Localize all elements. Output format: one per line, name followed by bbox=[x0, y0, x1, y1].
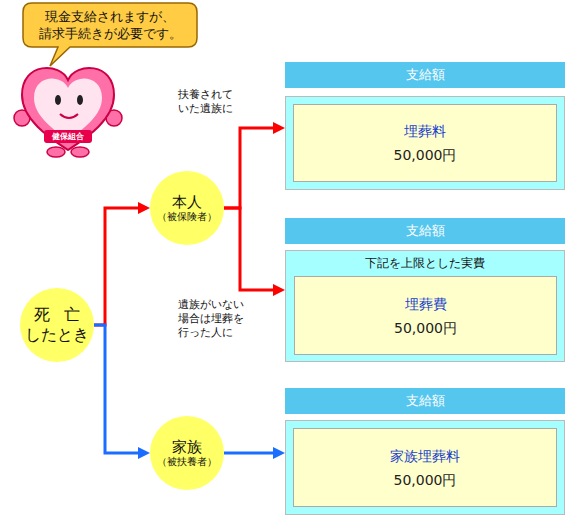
edge-label: 扶養されて いた遺族に bbox=[178, 88, 250, 116]
mascot-eye bbox=[77, 95, 83, 105]
header-text: 支給額 bbox=[406, 222, 445, 240]
connector bbox=[224, 447, 285, 459]
header-band: 支給額 bbox=[285, 62, 565, 88]
benefit-amount: 50,000円 bbox=[394, 470, 457, 490]
connector bbox=[224, 122, 285, 208]
benefit-panel: 埋葬料 50,000円 bbox=[285, 96, 565, 190]
connector bbox=[94, 202, 150, 325]
arrow-head bbox=[273, 447, 285, 459]
connector-line bbox=[94, 208, 138, 325]
connector-line bbox=[224, 452, 273, 455]
inner-panel: 埋葬料 50,000円 bbox=[293, 104, 557, 182]
person-circle: 本人（被保険者） bbox=[150, 171, 224, 245]
benefit-name: 家族埋葬料 bbox=[390, 446, 460, 466]
connector-line bbox=[224, 208, 273, 290]
mascot-band bbox=[44, 130, 92, 143]
benefit-amount: 50,000円 bbox=[394, 318, 457, 338]
mascot-heart bbox=[22, 68, 114, 150]
header-band: 支給額 bbox=[285, 218, 565, 244]
arrow-head bbox=[273, 122, 285, 134]
bubble-shape bbox=[23, 3, 197, 66]
mascot-eye bbox=[55, 95, 61, 105]
arrow-head bbox=[138, 447, 150, 459]
bubble-text: 現金支給されますが、 請求手続きが必要です。 bbox=[30, 8, 190, 42]
header-text: 支給額 bbox=[406, 392, 445, 410]
mascot-mouth bbox=[60, 114, 78, 118]
event-text: 死 亡 したとき bbox=[25, 305, 89, 345]
speech-bubble: 現金支給されますが、 請求手続きが必要です。 bbox=[22, 2, 198, 48]
person-circle: 家族（被扶養者） bbox=[150, 416, 224, 490]
connector-line bbox=[94, 325, 138, 453]
benefit-box: 埋葬費 50,000円 bbox=[294, 276, 557, 355]
edge-label: 遺族がいない 場合は埋葬を 行った人に bbox=[178, 298, 256, 340]
inner-panel: 家族埋葬料 50,000円 bbox=[293, 428, 557, 507]
connector bbox=[224, 208, 285, 296]
panel-caption: 下記を上限とした実費 bbox=[286, 251, 564, 273]
header-text: 支給額 bbox=[406, 66, 445, 84]
arrow-head bbox=[273, 284, 285, 296]
person-name: 家族 bbox=[172, 438, 202, 456]
event-circle: 死 亡 したとき bbox=[20, 288, 94, 362]
person-name: 本人 bbox=[172, 193, 202, 211]
benefit-name: 埋葬費 bbox=[405, 294, 447, 314]
mascot-foot bbox=[71, 147, 89, 157]
person-note: （被扶養者） bbox=[157, 456, 217, 468]
person-note: （被保険者） bbox=[157, 211, 217, 223]
mascot-foot bbox=[47, 147, 65, 157]
connector bbox=[94, 325, 150, 459]
bubble-outline bbox=[22, 2, 198, 48]
connector-line bbox=[224, 128, 273, 208]
benefit-panel: 下記を上限とした実費埋葬費 50,000円 bbox=[285, 250, 565, 362]
arrow-head bbox=[138, 202, 150, 214]
mascot-label: 健保組合 bbox=[44, 130, 92, 143]
benefit-panel: 家族埋葬料 50,000円 bbox=[285, 420, 565, 515]
header-band: 支給額 bbox=[285, 388, 565, 414]
benefit-name: 埋葬料 bbox=[404, 121, 446, 141]
benefit-amount: 50,000円 bbox=[394, 145, 457, 165]
